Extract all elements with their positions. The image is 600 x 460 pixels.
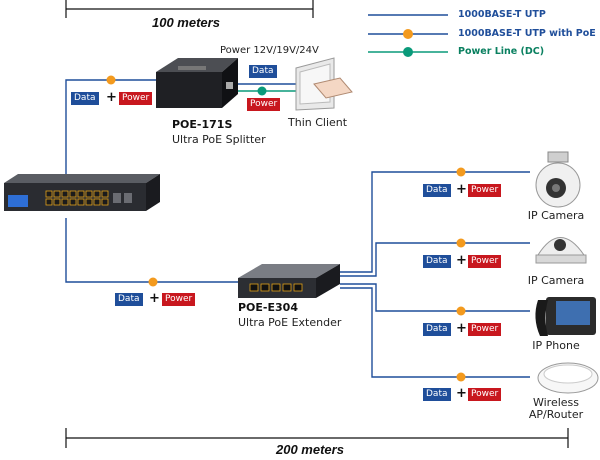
power-badge: Power	[468, 388, 502, 401]
plus-sign: +	[456, 386, 467, 401]
endpoint-label-ap-line1: Wireless	[532, 396, 580, 409]
poe-extender-icon	[238, 264, 340, 298]
legend-utp-poe: 1000BASE-T UTP with PoE	[458, 28, 596, 39]
fixed-dome-camera-icon	[535, 237, 587, 264]
splitter-desc: Ultra PoE Splitter	[172, 133, 266, 146]
utp-cables	[65, 79, 530, 378]
data-badge: Data	[115, 293, 143, 306]
endpoint-label-phone: IP Phone	[532, 339, 580, 352]
legend-lines	[368, 14, 448, 57]
plus-sign: +	[456, 321, 467, 336]
plus-sign: +	[456, 253, 467, 268]
power-badge: Power	[468, 323, 502, 336]
plus-sign: +	[456, 182, 467, 197]
dome-camera-icon	[535, 151, 581, 208]
splitter-name: POE-171S	[172, 118, 233, 131]
extender-desc: Ultra PoE Extender	[238, 316, 342, 329]
data-badge: Data	[423, 323, 451, 336]
legend-dc: Power Line (DC)	[458, 46, 545, 57]
bottom-distance-label: 200 meters	[276, 442, 344, 457]
plus-sign: +	[106, 90, 117, 105]
data-badge: Data	[423, 255, 451, 268]
poe-splitter-icon	[156, 58, 238, 108]
data-badge: Data	[423, 388, 451, 401]
endpoint-label-camera-2: IP Camera	[527, 274, 585, 287]
power-badge: Power	[468, 184, 502, 197]
data-badge: Data	[249, 65, 277, 78]
power-badge: Power	[119, 92, 153, 105]
top-distance-bracket	[65, 0, 314, 18]
endpoint-label-camera-1: IP Camera	[527, 209, 585, 222]
power-badge: Power	[247, 98, 281, 111]
poe-markers	[106, 75, 466, 382]
bottom-distance-bracket	[65, 428, 569, 448]
data-badge: Data	[423, 184, 451, 197]
data-badge: Data	[71, 92, 99, 105]
plus-sign: +	[149, 291, 160, 306]
power-badge: Power	[468, 255, 502, 268]
endpoint-label-ap-line2: AP/Router	[528, 408, 584, 421]
top-distance-label: 100 meters	[152, 15, 220, 30]
thin-client-label: Thin Client	[288, 116, 348, 129]
power-voltage-note: Power 12V/19V/24V	[220, 45, 319, 56]
ip-phone-icon	[535, 297, 596, 336]
poe-switch-icon	[4, 174, 160, 211]
power-badge: Power	[162, 293, 196, 306]
legend-utp: 1000BASE-T UTP	[458, 9, 546, 20]
dc-power-line	[235, 86, 296, 96]
access-point-icon	[537, 362, 599, 394]
extender-name: POE-E304	[238, 301, 298, 314]
thin-client-icon	[295, 57, 353, 111]
